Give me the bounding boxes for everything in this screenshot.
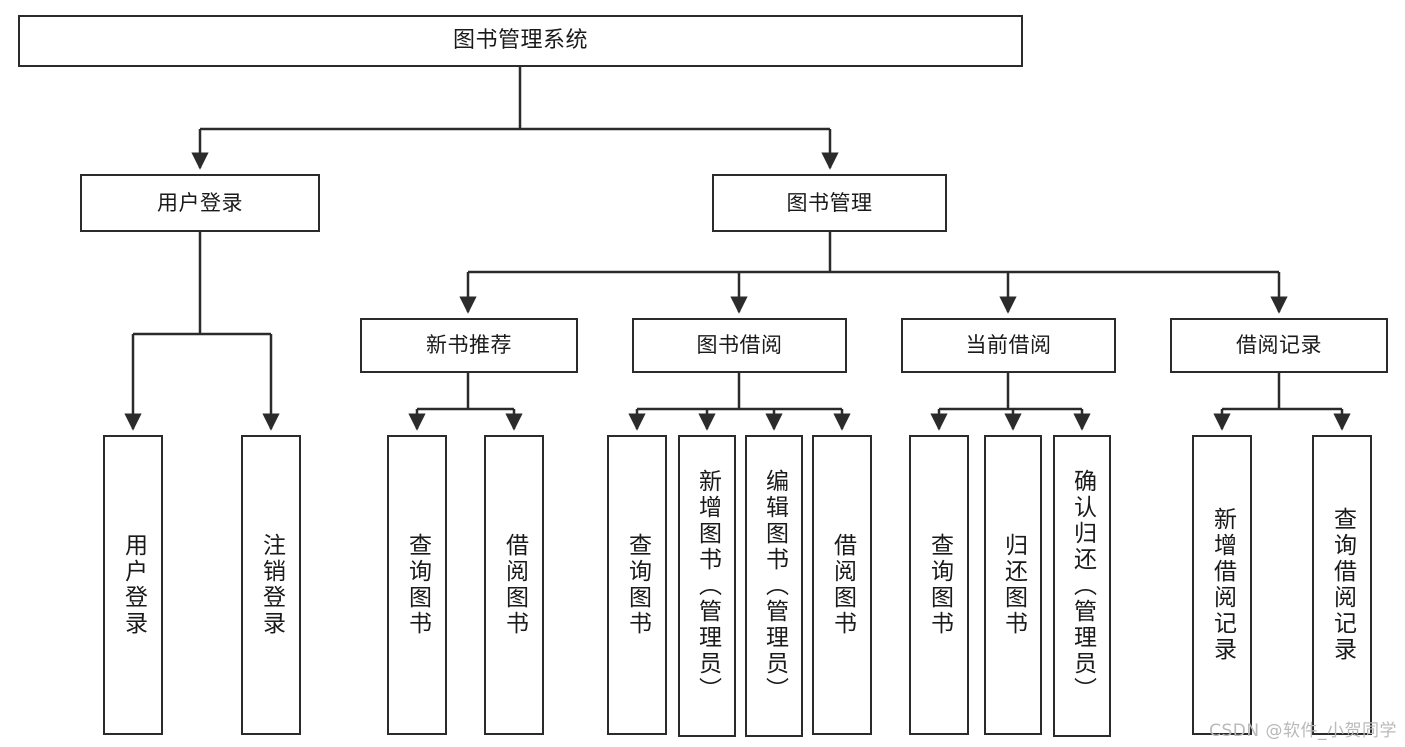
leaf-query-book-bb-label: 查询图书 — [624, 533, 651, 637]
leaf-query-book-bb[interactable]: 查询图书 — [607, 435, 667, 735]
leaf-borrow-book-bb[interactable]: 借阅图书 — [812, 435, 872, 735]
leaf-borrow-book-bb-label: 借阅图书 — [829, 533, 856, 637]
node-user-login[interactable]: 用户登录 — [80, 174, 320, 232]
leaf-query-borrow-record[interactable]: 查询借阅记录 — [1312, 435, 1372, 735]
node-root-label: 图书管理系统 — [452, 28, 588, 54]
leaf-add-borrow-record-label: 新增借阅记录 — [1209, 507, 1236, 663]
leaf-edit-book-admin-label: 编辑图书（管理员） — [761, 469, 788, 703]
node-root[interactable]: 图书管理系统 — [18, 15, 1023, 67]
leaf-user-login[interactable]: 用户登录 — [103, 435, 163, 735]
node-current-borrow-label: 当前借阅 — [965, 333, 1052, 358]
node-book-borrow-label: 图书借阅 — [696, 333, 783, 358]
node-user-login-label: 用户登录 — [157, 190, 243, 215]
node-new-book-recommend-label: 新书推荐 — [426, 333, 512, 358]
node-new-book-recommend[interactable]: 新书推荐 — [360, 318, 578, 373]
node-borrow-record-label: 借阅记录 — [1236, 333, 1322, 358]
node-book-management[interactable]: 图书管理 — [712, 174, 947, 232]
leaf-query-book-cb[interactable]: 查询图书 — [909, 435, 969, 735]
leaf-user-login-label: 用户登录 — [120, 533, 147, 637]
node-borrow-record[interactable]: 借阅记录 — [1170, 318, 1388, 373]
leaf-add-book-admin-label: 新增图书（管理员） — [694, 469, 721, 703]
node-book-management-label: 图书管理 — [786, 190, 873, 215]
node-current-borrow[interactable]: 当前借阅 — [901, 318, 1116, 373]
leaf-query-book-nbr-label: 查询图书 — [404, 533, 431, 637]
leaf-logout-label: 注销登录 — [258, 533, 285, 637]
leaf-add-book-admin[interactable]: 新增图书（管理员） — [678, 435, 736, 737]
leaf-borrow-book-nbr[interactable]: 借阅图书 — [484, 435, 544, 735]
node-book-borrow[interactable]: 图书借阅 — [632, 318, 847, 373]
leaf-add-borrow-record[interactable]: 新增借阅记录 — [1192, 435, 1252, 735]
leaf-query-book-cb-label: 查询图书 — [926, 533, 953, 637]
leaf-logout[interactable]: 注销登录 — [241, 435, 301, 735]
leaf-confirm-return-admin-label: 确认归还（管理员） — [1069, 469, 1096, 703]
leaf-borrow-book-nbr-label: 借阅图书 — [501, 533, 528, 637]
leaf-return-book-label: 归还图书 — [1000, 533, 1027, 637]
leaf-query-borrow-record-label: 查询借阅记录 — [1329, 507, 1356, 663]
leaf-edit-book-admin[interactable]: 编辑图书（管理员） — [745, 435, 803, 737]
leaf-return-book[interactable]: 归还图书 — [984, 435, 1042, 735]
leaf-query-book-nbr[interactable]: 查询图书 — [387, 435, 447, 735]
leaf-confirm-return-admin[interactable]: 确认归还（管理员） — [1053, 435, 1111, 737]
